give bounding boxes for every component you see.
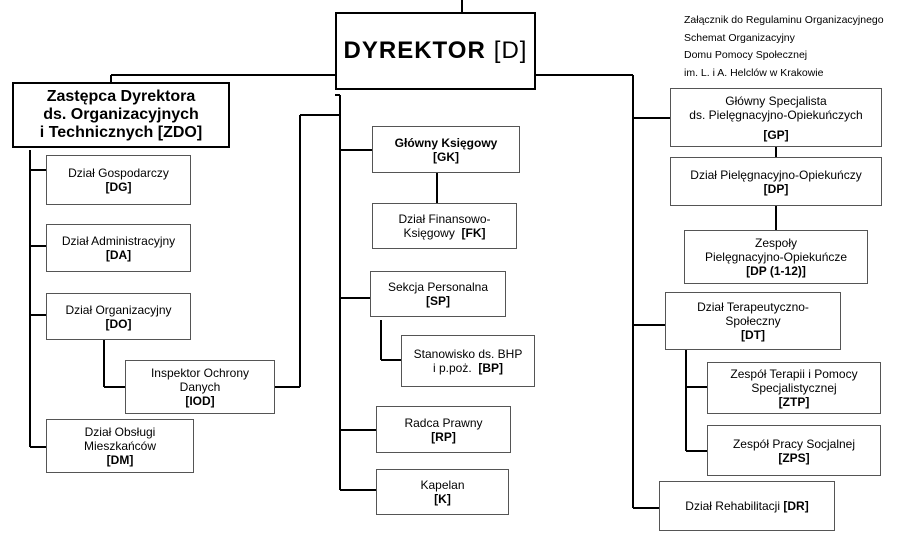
unit-box-gp: Główny Specjalista ds. Pielęgnacyjno-Opi… [670, 88, 882, 147]
unit-code: [BP] [478, 361, 504, 375]
unit-code: [DP (1-12)] [746, 264, 806, 278]
director-code: [D] [493, 37, 528, 64]
unit-name: Radca Prawny [404, 415, 483, 430]
annex-line: Załącznik do Regulaminu Organizacyjnego [684, 14, 884, 26]
unit-name: Mieszkańców [83, 439, 157, 453]
unit-name: Główny Specjalista [725, 93, 827, 108]
unit-name: Dział Finansowo- [398, 212, 491, 226]
unit-box-fk: Dział Finansowo- Księgowy [FK] [372, 203, 517, 249]
annex-line: Schemat Organizacyjny [684, 31, 795, 44]
unit-box-k: Kapelan [K] [376, 469, 509, 515]
unit-code: [GK] [433, 149, 459, 164]
unit-code: [DO] [105, 316, 132, 331]
unit-code: [K] [434, 492, 451, 506]
unit-name: Dział Terapeutyczno- [697, 300, 809, 314]
unit-code: [GP] [763, 127, 789, 142]
unit-code: [RP] [431, 429, 456, 444]
unit-box-dg: Dział Gospodarczy [DG] [46, 155, 191, 205]
unit-name: Zespół Terapii i Pomocy [730, 367, 858, 381]
unit-name: Dział Gospodarczy [68, 166, 169, 180]
unit-box-gk: Główny Księgowy [GK] [372, 126, 520, 173]
deputy-line: i Technicznych [39, 124, 154, 141]
deputy-code: [ZDO] [157, 124, 203, 141]
unit-box-rp: Radca Prawny [RP] [376, 406, 511, 453]
unit-name: Kapelan [420, 478, 465, 492]
unit-name: Główny Księgowy [394, 135, 498, 150]
unit-code: [ZTP] [778, 395, 810, 409]
unit-code: [DT] [741, 328, 765, 342]
unit-box-dp-teams: Zespoły Pielęgnacyjno-Opiekuńcze [DP (1-… [684, 230, 868, 284]
unit-name: Specjalistycznej [751, 381, 837, 395]
unit-name: Pielęgnacyjno-Opiekuńcze [704, 250, 848, 264]
director-box: DYREKTOR [D] [335, 12, 536, 90]
unit-name: Stanowisko ds. BHP [413, 347, 523, 361]
unit-code: [ZPS] [778, 450, 810, 465]
deputy-director-box: Zastępca Dyrektora ds. Organizacyjnych i… [12, 82, 230, 148]
unit-name: Dział Pielęgnacyjno-Opiekuńczy [690, 167, 862, 182]
unit-code: [SP] [426, 294, 450, 308]
unit-code: [DP] [763, 181, 789, 196]
unit-name: ds. Pielęgnacyjno-Opiekuńczych [689, 107, 863, 122]
unit-box-bp: Stanowisko ds. BHP i p.poż. [BP] [401, 335, 535, 387]
annex-line: im. L. i A. Helclów w Krakowie [684, 66, 824, 79]
unit-code: [DR] [783, 499, 809, 513]
unit-box-dp: Dział Pielęgnacyjno-Opiekuńczy [DP] [670, 157, 882, 206]
unit-name: Zespoły [754, 236, 798, 250]
unit-box-zps: Zespół Pracy Socjalnej [ZPS] [707, 425, 881, 476]
unit-box-ztp: Zespół Terapii i Pomocy Specjalistycznej… [707, 362, 881, 414]
unit-code: [FK] [461, 226, 486, 240]
unit-box-dr: Dział Rehabilitacji [DR] [659, 481, 835, 531]
unit-name: Dział Obsługi [84, 425, 156, 439]
unit-box-do: Dział Organizacyjny [DO] [46, 293, 191, 340]
unit-box-iod: Inspektor Ochrony Danych [IOD] [125, 360, 275, 414]
unit-name: Inspektor Ochrony [150, 366, 250, 380]
unit-name: Społeczny [725, 314, 781, 328]
unit-name: i p.poż. [432, 361, 472, 375]
deputy-line-with-code: i Technicznych [ZDO] [40, 124, 202, 142]
unit-name: Zespół Pracy Socjalnej [732, 436, 856, 451]
unit-code: [DM] [106, 453, 134, 467]
unit-box-sp: Sekcja Personalna [SP] [370, 271, 506, 317]
unit-name: Dział Administracyjny [61, 234, 176, 248]
deputy-line: ds. Organizacyjnych [43, 106, 199, 123]
deputy-line: Zastępca Dyrektora [46, 88, 196, 105]
annex-caption: Załącznik do Regulaminu Organizacyjnego … [684, 12, 884, 82]
unit-name: Sekcja Personalna [387, 280, 489, 294]
unit-code: [DA] [105, 248, 132, 262]
unit-box-dm: Dział Obsługi Mieszkańców [DM] [46, 419, 194, 473]
unit-box-da: Dział Administracyjny [DA] [46, 224, 191, 272]
unit-name: Dział Rehabilitacji [685, 499, 781, 513]
unit-box-dt: Dział Terapeutyczno- Społeczny [DT] [665, 292, 841, 350]
unit-code: [IOD] [185, 394, 215, 408]
unit-name-with-code: i p.poż. [BP] [433, 361, 503, 375]
unit-name: Danych [179, 380, 221, 394]
annex-line: Domu Pomocy Społecznej [684, 49, 808, 61]
unit-name-with-code: Księgowy [FK] [403, 226, 485, 240]
director-name: DYREKTOR [343, 37, 486, 64]
unit-name: Dział Organizacyjny [65, 302, 172, 317]
unit-name: Księgowy [403, 226, 455, 240]
unit-code: [DG] [105, 180, 132, 194]
